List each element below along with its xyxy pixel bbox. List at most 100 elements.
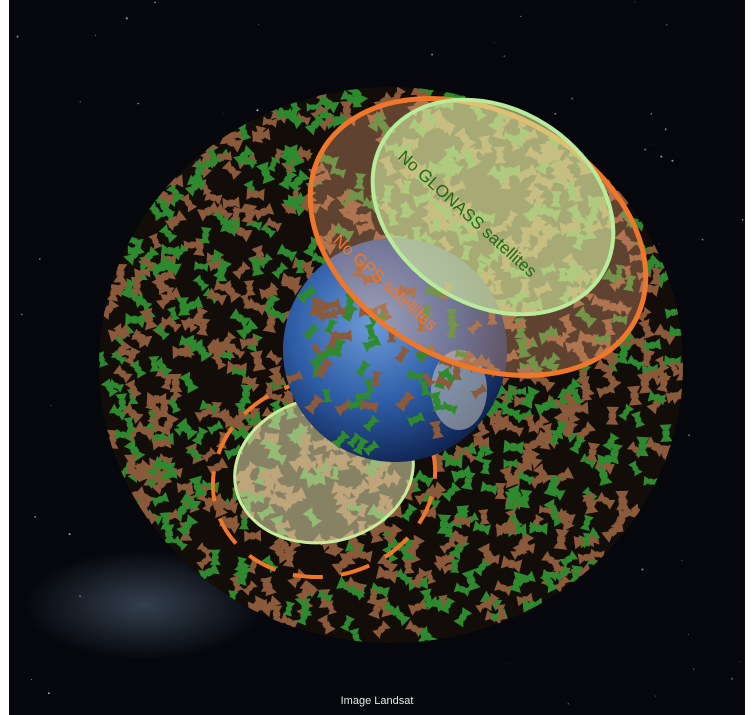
gps-satellite-icon: [242, 375, 260, 393]
gps-satellite-icon: [323, 297, 341, 313]
glonass-satellite-icon: [439, 596, 456, 614]
glonass-satellite-icon: [206, 420, 224, 436]
gps-satellite-icon: [264, 216, 283, 233]
glonass-satellite-icon: [351, 93, 363, 108]
glonass-satellite-icon: [191, 426, 209, 446]
gps-satellite-icon: [99, 298, 120, 320]
glonass-satellite-icon: [231, 365, 247, 379]
gps-satellite-icon: [201, 446, 217, 463]
gps-satellite-icon: [636, 373, 653, 394]
gps-satellite-icon: [130, 276, 144, 295]
gps-satellite-icon: [433, 553, 453, 572]
gps-satellite-icon: [516, 592, 534, 607]
gps-satellite-icon: [446, 531, 459, 548]
star: [68, 533, 71, 536]
gps-satellite-icon: [394, 390, 416, 412]
glonass-satellite-icon: [326, 113, 347, 130]
gps-satellite-icon: [541, 550, 561, 570]
glonass-satellite-icon: [239, 153, 258, 170]
glonass-satellite-icon: [615, 343, 632, 365]
gps-satellite-icon: [382, 523, 403, 545]
glonass-satellite-icon: [257, 252, 273, 269]
gps-satellite-icon: [675, 362, 683, 381]
gps-satellite-icon: [564, 337, 584, 354]
star: [506, 663, 508, 665]
gps-satellite-icon: [556, 507, 576, 525]
star: [730, 677, 734, 680]
gps-satellite-icon: [653, 323, 677, 346]
gps-satellite-icon: [133, 420, 157, 441]
star: [739, 661, 741, 662]
gps-satellite-icon: [228, 221, 253, 243]
glonass-satellite-icon: [238, 384, 254, 404]
gps-satellite-icon: [229, 575, 244, 593]
glonass-satellite-icon: [180, 491, 202, 512]
glonass-satellite-icon: [220, 221, 238, 237]
glonass-satellite-icon: [329, 164, 347, 179]
glonass-satellite-icon: [602, 432, 620, 452]
gps-satellite-icon: [404, 534, 425, 557]
glonass-satellite-icon: [659, 424, 673, 442]
gps-satellite-icon: [483, 552, 500, 565]
glonass-satellite-icon: [161, 468, 178, 482]
gps-satellite-icon: [246, 297, 267, 316]
gps-satellite-icon: [164, 209, 187, 231]
gps-satellite-icon: [584, 442, 601, 462]
glonass-satellite-icon: [348, 627, 364, 643]
glonass-satellite-icon: [286, 169, 310, 193]
glonass-satellite-icon: [206, 147, 221, 163]
glonass-satellite-icon: [271, 261, 289, 280]
gps-satellite-icon: [352, 210, 372, 226]
glonass-satellite-icon: [579, 453, 598, 469]
star: [137, 102, 139, 105]
gps-satellite-icon: [319, 307, 338, 323]
glonass-satellite-icon: [316, 588, 334, 604]
gps-satellite-icon: [218, 498, 239, 515]
gps-satellite-icon: [273, 534, 296, 557]
glonass-satellite-icon: [153, 323, 170, 341]
glonass-satellite-icon: [444, 455, 463, 469]
glonass-satellite-icon: [579, 514, 594, 532]
star: [31, 679, 33, 681]
star: [39, 258, 41, 260]
gps-satellite-icon: [112, 364, 133, 384]
gps-satellite-icon: [602, 369, 622, 390]
gps-satellite-icon: [204, 190, 223, 206]
gps-satellite-icon: [496, 521, 517, 538]
glonass-satellite-icon: [266, 156, 280, 172]
glonass-satellite-icon: [512, 386, 527, 397]
glonass-satellite-icon: [400, 503, 418, 522]
glonass-satellite-icon: [508, 571, 527, 594]
glonass-satellite-icon: [229, 308, 251, 329]
glonass-satellite-icon: [234, 565, 252, 586]
glonass-satellite-icon: [355, 390, 371, 403]
gps-satellite-icon: [485, 308, 498, 325]
constellation-visualization: No GLONASS satellites No GPS satellites: [16, 1, 744, 705]
star: [658, 243, 660, 245]
gps-satellite-icon: [577, 550, 596, 565]
gps-satellite-icon: [500, 555, 523, 573]
glonass-satellite-icon: [287, 194, 307, 208]
glonass-satellite-icon: [236, 318, 259, 341]
glonass-satellite-icon: [234, 556, 248, 573]
glonass-satellite-icon: [192, 274, 210, 292]
star: [687, 633, 690, 636]
glonass-satellite-icon: [508, 513, 523, 530]
glonass-satellite-icon: [613, 264, 625, 279]
glonass-satellite-icon: [449, 559, 461, 573]
gps-satellite-icon: [429, 420, 445, 440]
glonass-satellite-icon: [123, 416, 137, 433]
glonass-satellite-icon: [166, 306, 180, 322]
gps-satellite-icon: [581, 493, 599, 515]
gps-satellite-icon: [219, 279, 242, 303]
glonass-satellite-icon: [260, 222, 277, 239]
glonass-satellite-icon: [173, 420, 191, 437]
star: [693, 668, 695, 670]
gps-satellite-icon: [153, 267, 176, 286]
glonass-satellite-icon: [424, 283, 444, 300]
gps-satellite-icon: [230, 206, 243, 222]
glonass-satellite-icon: [569, 565, 584, 584]
glonass-satellite-icon: [282, 601, 296, 617]
star: [665, 128, 667, 130]
glonass-satellite-icon: [522, 597, 543, 614]
